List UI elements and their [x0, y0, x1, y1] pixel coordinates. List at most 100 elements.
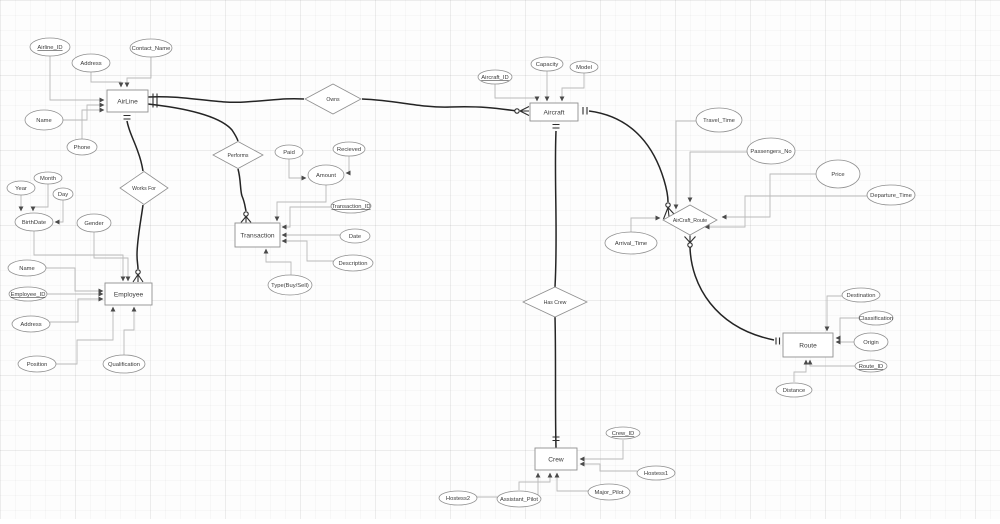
attribute-position[interactable]: [17, 355, 57, 373]
connector-departure-to-acr[interactable]: [704, 195, 867, 230]
attribute-hostess1[interactable]: [636, 465, 676, 481]
connector-classification-to-route[interactable]: [835, 317, 859, 341]
attribute-assistant-pilot[interactable]: [496, 490, 542, 508]
attribute-employee-id[interactable]: [8, 286, 48, 302]
connector-recieved-to-amount[interactable]: [345, 156, 351, 176]
attribute-birthdate[interactable]: [14, 212, 54, 232]
connector-contact-name-to-airline[interactable]: [124, 57, 152, 88]
attribute-route-id[interactable]: [854, 359, 888, 373]
entity-airline[interactable]: [106, 89, 149, 113]
connector-qualification-to-employee[interactable]: [123, 306, 137, 355]
attribute-distance[interactable]: [775, 382, 813, 398]
connector-phone-to-airline[interactable]: [81, 107, 105, 139]
one-bars-airline-owns: [152, 93, 158, 101]
connector-paid-to-amount[interactable]: [288, 159, 307, 181]
attribute-hostess2[interactable]: [438, 490, 478, 506]
connector-transaction-id-to-transaction[interactable]: [281, 206, 331, 230]
attribute-travel-time[interactable]: [695, 107, 743, 133]
connector-passengers-to-acr[interactable]: [687, 151, 747, 203]
attribute-departure-time[interactable]: [866, 184, 916, 206]
connector-worksfor-employee[interactable]: [136, 204, 144, 270]
connector-birthdate-to-employee[interactable]: [33, 231, 126, 282]
attribute-qualification[interactable]: [102, 354, 146, 374]
entity-aircraft[interactable]: [529, 102, 579, 122]
attribute-aircraft-id[interactable]: [477, 69, 513, 85]
attribute-type-buy-sell[interactable]: [267, 274, 313, 296]
connector-day-to-birthdate[interactable]: [54, 200, 64, 225]
connector-airline-worksfor[interactable]: [126, 120, 144, 172]
connector-arrival-to-acr[interactable]: [630, 215, 661, 232]
attribute-passengers-no[interactable]: [746, 137, 796, 165]
connector-distance-to-route[interactable]: [793, 359, 809, 382]
attribute-month[interactable]: [33, 171, 63, 185]
entity-employee[interactable]: [104, 282, 153, 306]
connector-airline-performs[interactable]: [147, 103, 239, 142]
attribute-phone[interactable]: [66, 138, 98, 156]
connector-performs-transaction[interactable]: [237, 168, 247, 212]
connector-gender-to-employee[interactable]: [93, 232, 131, 282]
connector-owns-aircraft[interactable]: [361, 98, 518, 112]
attribute-date[interactable]: [339, 228, 371, 244]
attribute-model[interactable]: [569, 60, 599, 74]
relationship-owns[interactable]: [304, 83, 362, 115]
connector-name-to-airline[interactable]: [63, 102, 105, 121]
attribute-airline-id[interactable]: [29, 37, 71, 57]
attribute-address-airline[interactable]: [71, 53, 111, 73]
attribute-crew-id[interactable]: [605, 426, 641, 440]
connector-travel-time-to-acr[interactable]: [673, 120, 697, 210]
connector-major-to-crew[interactable]: [554, 472, 588, 492]
connector-address-to-employee[interactable]: [50, 296, 104, 323]
many-crow-aircraft-left: [519, 106, 530, 116]
attribute-day[interactable]: [52, 187, 74, 201]
attribute-recieved[interactable]: [332, 141, 366, 157]
connector-route-id-to-route[interactable]: [807, 359, 855, 367]
connector-description-to-transaction[interactable]: [281, 238, 334, 262]
connector-name-to-employee[interactable]: [46, 267, 104, 294]
attribute-destination[interactable]: [841, 287, 881, 303]
connector-type-to-transaction[interactable]: [263, 248, 292, 275]
attribute-name-employee[interactable]: [7, 259, 47, 277]
attribute-capacity[interactable]: [530, 56, 564, 72]
attribute-description[interactable]: [332, 254, 374, 272]
connector-month-to-birthdate[interactable]: [30, 184, 49, 212]
attribute-transaction-id[interactable]: [330, 198, 372, 214]
connector-assistant-to-crew[interactable]: [518, 472, 553, 490]
relationship-aircraft-route[interactable]: [662, 204, 718, 236]
connector-position-to-employee[interactable]: [56, 306, 116, 365]
attribute-classification[interactable]: [858, 310, 894, 326]
attribute-connector-layer: [18, 56, 867, 498]
connector-crew-id-to-crew[interactable]: [579, 440, 624, 462]
connector-hostess1-to-crew[interactable]: [579, 461, 637, 472]
connector-amount-to-transaction[interactable]: [274, 185, 327, 222]
connector-model-to-aircraft[interactable]: [559, 73, 585, 102]
attribute-contact-name[interactable]: [129, 38, 173, 58]
entity-route[interactable]: [782, 332, 834, 358]
relationship-has-crew[interactable]: [522, 286, 588, 318]
connector-hascrew-crew[interactable]: [554, 316, 557, 449]
attribute-arrival-time[interactable]: [604, 231, 658, 255]
connector-aircraft-hascrew[interactable]: [554, 130, 557, 288]
connector-aircraft-acr[interactable]: [588, 110, 669, 203]
connector-airline-id-to-airline[interactable]: [49, 56, 105, 103]
attribute-origin[interactable]: [853, 332, 889, 352]
attribute-gender[interactable]: [76, 213, 112, 233]
connector-airline-owns[interactable]: [147, 95, 305, 104]
attribute-price[interactable]: [815, 159, 861, 189]
attribute-address-employee[interactable]: [11, 315, 51, 333]
attribute-name-airline[interactable]: [24, 109, 64, 131]
connector-destination-to-route[interactable]: [824, 295, 843, 332]
connector-price-to-acr[interactable]: [721, 173, 816, 220]
entity-transaction[interactable]: [234, 222, 281, 248]
connector-address-to-airline[interactable]: [90, 72, 124, 88]
attribute-paid[interactable]: [274, 144, 304, 160]
attribute-amount[interactable]: [307, 164, 345, 186]
connector-acr-route[interactable]: [689, 246, 775, 341]
relationship-performs[interactable]: [212, 141, 264, 169]
relationship-works-for[interactable]: [119, 171, 169, 205]
entity-crew[interactable]: [534, 447, 578, 471]
connector-aircraft-id-to-aircraft[interactable]: [494, 84, 540, 102]
many-crow-acr-top-circle: [665, 202, 671, 208]
attribute-major-pilot[interactable]: [587, 483, 631, 501]
attribute-year[interactable]: [6, 180, 36, 196]
